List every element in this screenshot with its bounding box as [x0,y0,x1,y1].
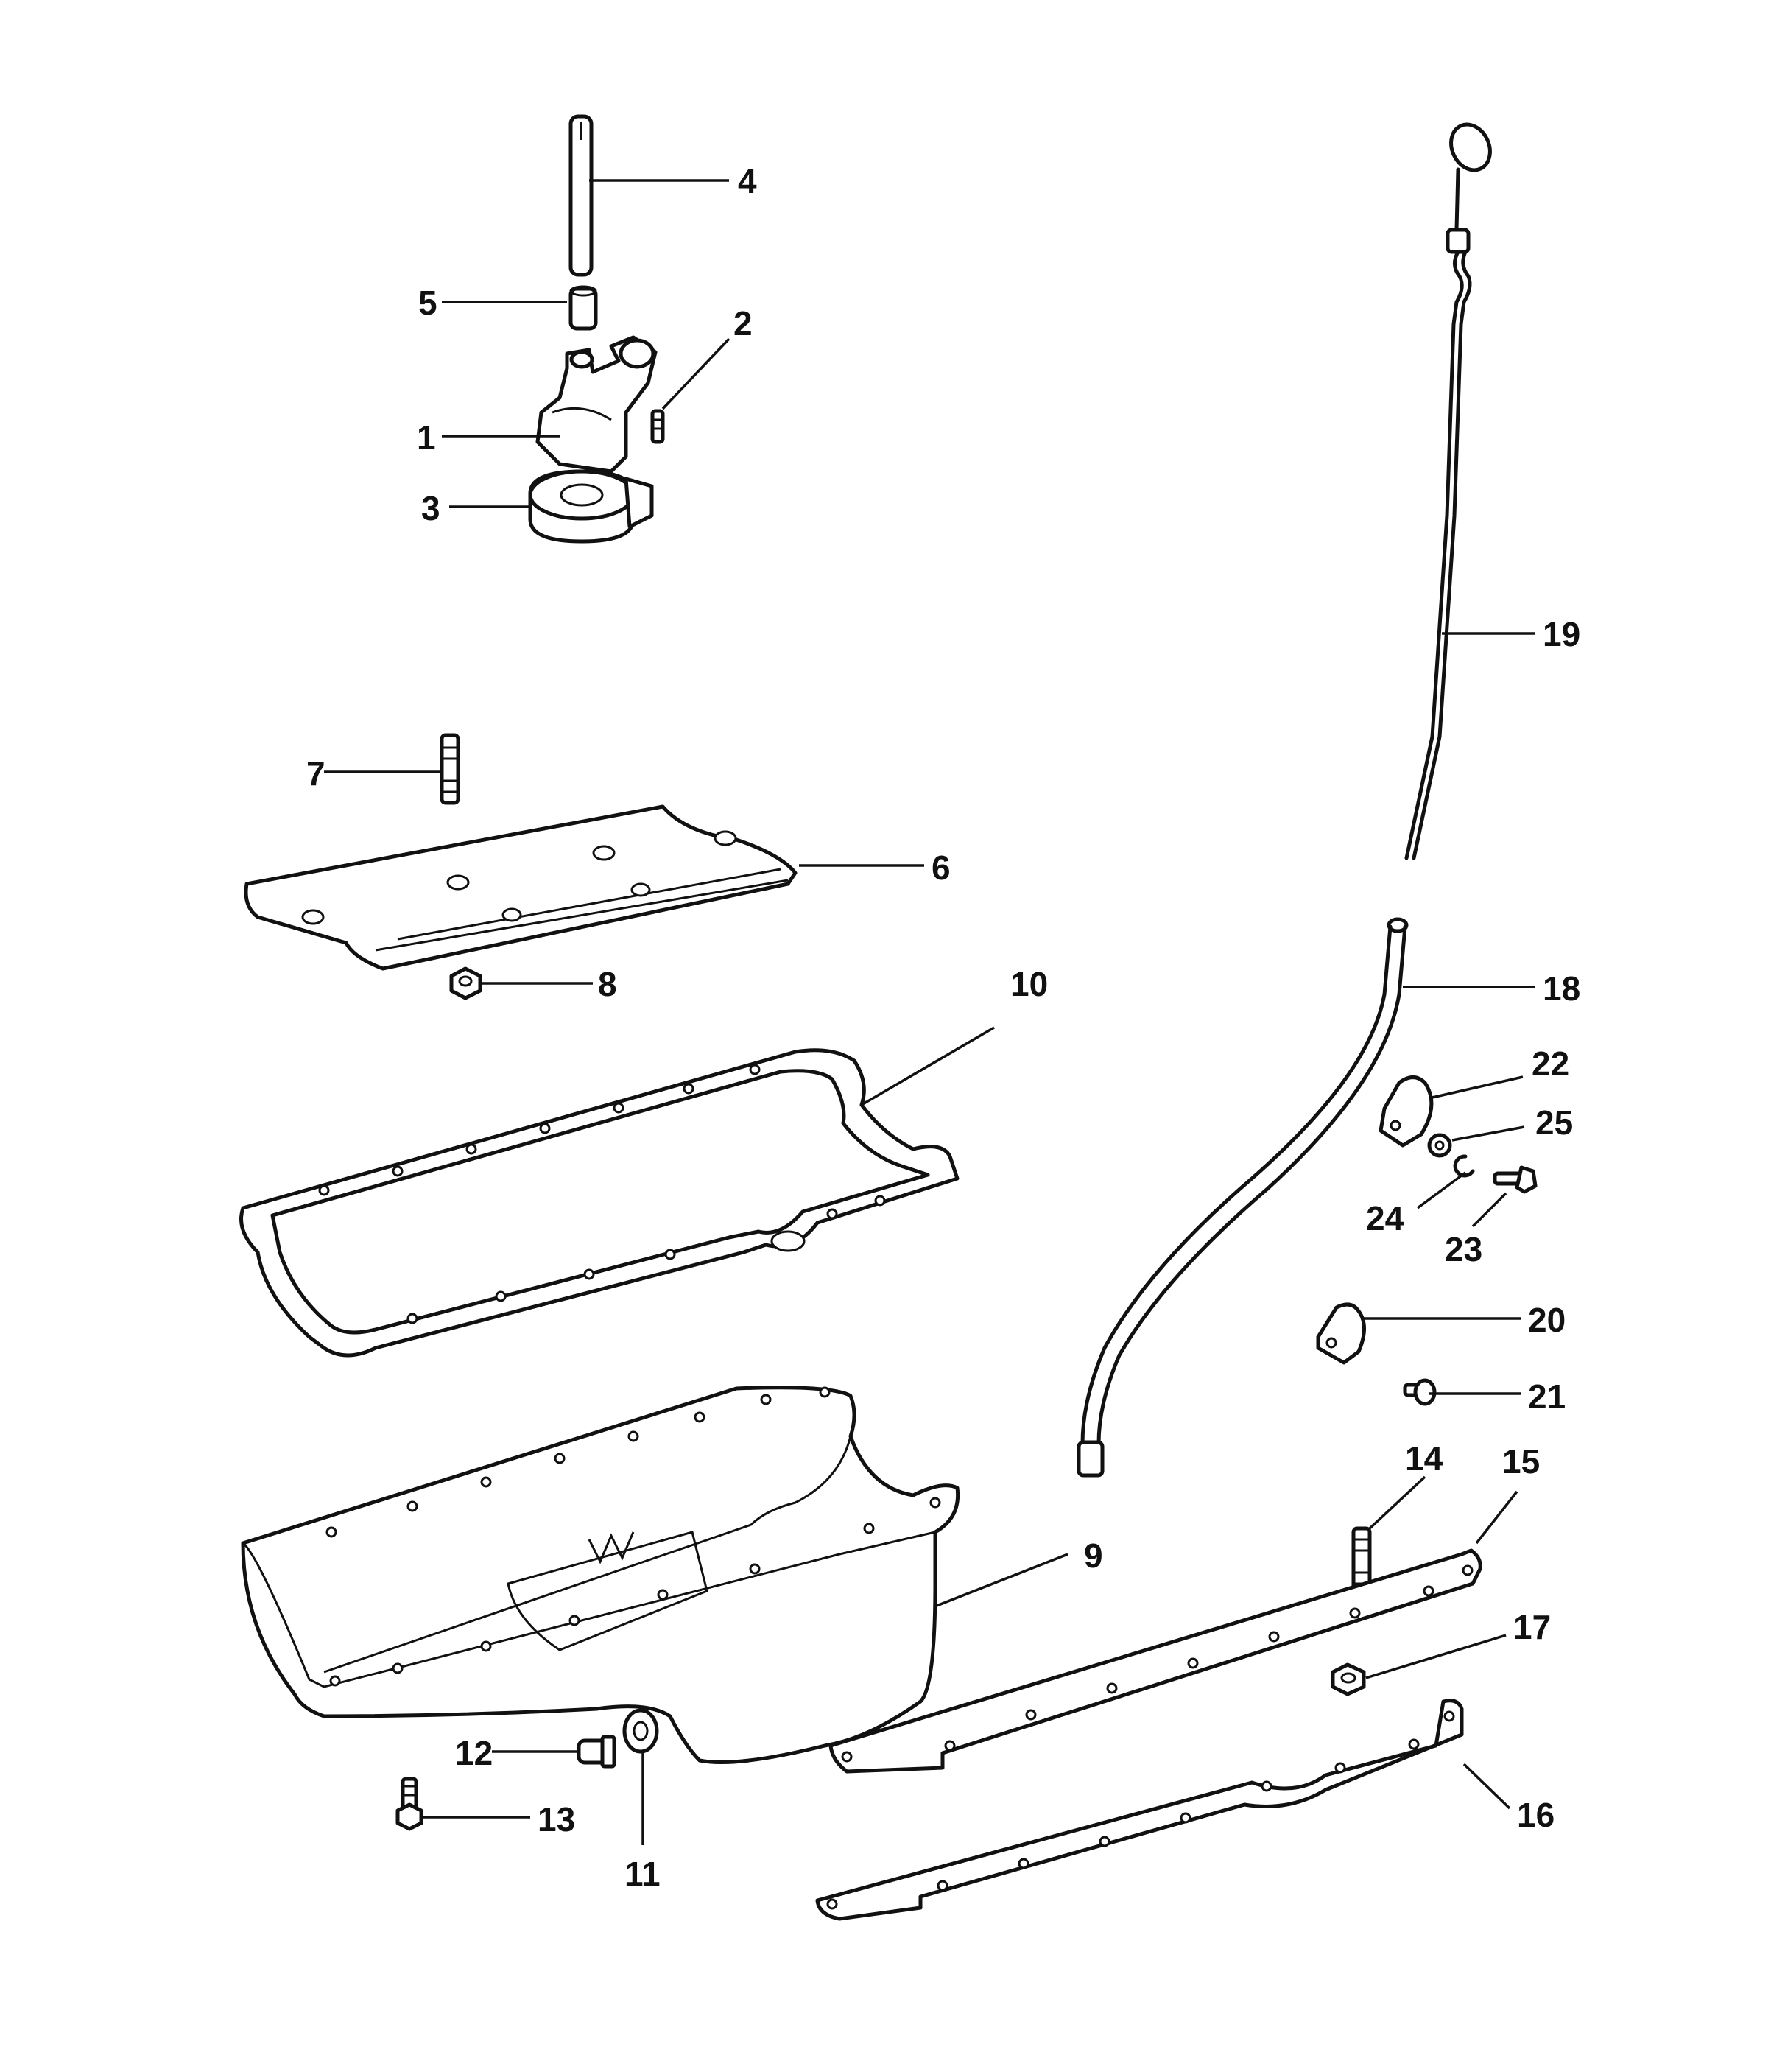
part-12-drain-plug [577,1735,616,1769]
part-23-bolt [1493,1165,1538,1194]
part-4-shaft [568,114,594,277]
callout-25: 25 [1535,1103,1573,1142]
callout-22: 22 [1532,1044,1569,1083]
callout-12: 12 [455,1734,493,1772]
part-7-stud [440,733,460,805]
callout-2: 2 [733,304,753,343]
callout-24: 24 [1366,1199,1404,1237]
part-2-pin [650,409,665,444]
part-17-nut [1331,1662,1366,1696]
callout-17: 17 [1513,1608,1551,1646]
callout-18: 18 [1543,969,1580,1008]
callout-16: 16 [1517,1796,1555,1834]
callout-21: 21 [1528,1377,1566,1416]
part-6-tray [244,804,798,971]
callout-4: 4 [738,162,757,200]
callout-5: 5 [418,284,437,322]
part-1-pump [535,335,658,474]
part-13-bolt [395,1777,423,1831]
part-8-nut [449,966,482,1000]
callout-23: 23 [1445,1230,1482,1268]
callout-19: 19 [1543,615,1580,653]
part-15-rail [828,1548,1482,1774]
callout-7: 7 [306,754,325,793]
part-3-screen [528,469,654,544]
part-9-oil-pan [241,1386,960,1764]
callout-9: 9 [1084,1537,1103,1575]
part-19-dipstick [1404,122,1492,860]
callout-1: 1 [417,418,436,457]
leader-lines [324,179,1535,1845]
callout-10: 10 [1010,965,1048,1003]
callout-20: 20 [1528,1301,1566,1339]
part-16-rail [815,1699,1464,1921]
callout-6: 6 [932,849,951,887]
callout-3: 3 [421,489,440,527]
part-10-gasket [239,1048,960,1358]
part-25-washer [1427,1133,1452,1158]
callout-11: 11 [624,1855,661,1893]
callout-14: 14 [1405,1439,1443,1478]
part-21-screw [1403,1378,1437,1406]
part-11-washer [622,1708,659,1754]
callout-15: 15 [1502,1442,1540,1481]
part-5-sleeve [568,285,598,331]
part-20-clamp [1316,1302,1366,1365]
callout-labels: 4 5 2 1 3 7 6 8 10 9 12 13 11 19 18 22 2… [306,162,1580,1893]
part-24-lockwasher [1453,1154,1475,1178]
part-18-tube [1077,917,1409,1478]
part-22-clamp [1379,1075,1434,1148]
callout-8: 8 [598,965,617,1003]
callout-13: 13 [538,1800,575,1839]
